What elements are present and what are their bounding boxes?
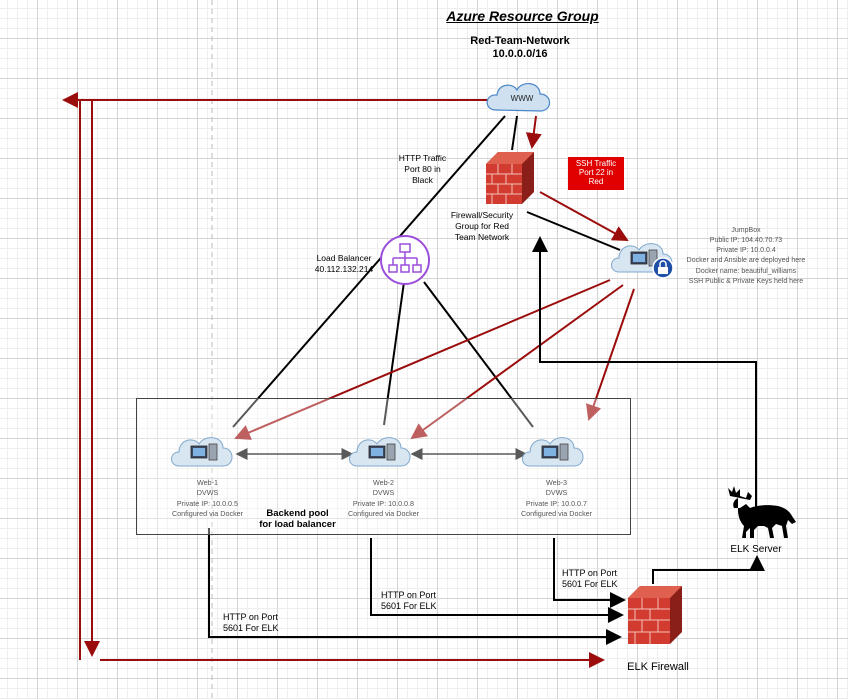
web3-elk-arrow [553, 538, 626, 608]
web1-ip: Private IP: 10.0.0.5 [176, 498, 239, 508]
web2-note: Configured via Docker [347, 509, 420, 519]
web1-note: Configured via Docker [171, 509, 244, 519]
firewall-label-line1: Firewall/Security [450, 210, 514, 220]
elk-firewall-icon [628, 586, 682, 644]
lb-web3-line [423, 281, 534, 428]
jumpbox-name: JumpBox [731, 227, 761, 234]
network-name: Red-Team-Network [470, 35, 570, 47]
web2-elk-arrow [370, 538, 624, 623]
web3-ip: Private IP: 10.0.0.7 [525, 498, 588, 508]
web1-elk-port-line2: 5601 For ELK [223, 623, 279, 633]
ssh-traffic-line1: SSH Traffic [575, 159, 617, 168]
web2-vm-icon [349, 437, 411, 467]
elk-moose-icon [728, 486, 796, 538]
network-cidr: 10.0.0.0/16 [492, 48, 548, 60]
www-firewall-arrow [525, 115, 542, 149]
firewall-jumpbox-line [526, 211, 621, 251]
web2-name: Web-2 [372, 478, 395, 487]
web3-elk-port-line1: HTTP on Port [562, 568, 617, 578]
lock-icon [652, 257, 674, 279]
web1-name: Web-1 [196, 478, 219, 487]
http-traffic-line3: Black [412, 175, 433, 185]
jumpbox-note2: SSH Public & Private Keys held here [688, 277, 804, 285]
firewall-icon [486, 152, 534, 204]
jumpbox-public-ip: Public IP: 104.40.70.73 [709, 237, 783, 245]
www-web1-line [232, 115, 506, 428]
elk-firewall-label: ELK Firewall [627, 661, 689, 673]
web1-vm-icon [171, 437, 233, 467]
web3-note: Configured via Docker [520, 509, 593, 519]
jumpbox-private-ip: Private IP: 10.0.0.4 [716, 247, 776, 255]
web2-details: Web-2 DVWS Private IP: 10.0.0.8 Configur… [331, 478, 436, 520]
backend-pool-line2: for load balancer [259, 519, 336, 530]
ssh-traffic-badge: SSH Traffic Port 22 in Red [568, 157, 624, 190]
elk-firewall-server-arrow [652, 555, 765, 584]
web2-ip: Private IP: 10.0.0.8 [352, 498, 415, 508]
http-traffic-line1: HTTP Traffic [398, 153, 447, 163]
jumpbox-details: JumpBox Public IP: 104.40.70.73 Private … [676, 226, 816, 287]
ssh-traffic-line3: Red [588, 177, 604, 187]
firewall-label-line2: Group for Red [455, 221, 509, 231]
web3-elk-port-line2: 5601 For ELK [562, 579, 618, 589]
jumpbox-web1-arrow [234, 279, 611, 440]
web3-vm-icon [522, 437, 584, 467]
web1-elk-arrow [208, 528, 622, 645]
diagram-title: Azure Resource Group [446, 8, 599, 24]
load-balancer-ip: 40.112.132.214 [314, 264, 374, 274]
web3-app: DVWS [545, 488, 568, 498]
elk-server-label: ELK Server [730, 544, 782, 555]
web3-details: Web-3 DVWS Private IP: 10.0.0.7 Configur… [504, 478, 609, 520]
web2-app: DVWS [372, 488, 395, 498]
www-cloud-icon [486, 83, 551, 112]
load-balancer-label: Load Balancer [316, 253, 372, 263]
web2-elk-port-line1: HTTP on Port [381, 590, 436, 600]
load-balancer-icon [380, 235, 430, 285]
web2-elk-port-line2: 5601 For ELK [381, 601, 437, 611]
ssh-traffic-line2: Port 22 in [578, 168, 614, 178]
firewall-label-line3: Team Network [454, 232, 510, 242]
www-label: WWW [510, 94, 534, 103]
jumpbox-web2-arrow [410, 284, 624, 440]
jumpbox-note1: Docker and Ansible are deployed here [686, 257, 806, 265]
web1-details: Web-1 DVWS Private IP: 10.0.0.5 Configur… [155, 478, 260, 520]
elk-server-firewall-arrow [532, 236, 757, 510]
lb-web2-line [383, 281, 405, 426]
web1-elk-port-line1: HTTP on Port [223, 612, 278, 622]
web1-app: DVWS [196, 488, 219, 498]
www-firewall-line [511, 115, 518, 151]
firewall-jumpbox-arrow [539, 191, 629, 241]
jumpbox-docker-name: Docker name: beautiful_williams [695, 267, 797, 275]
jumpbox-web3-arrow [586, 288, 635, 421]
backend-pool-line1: Backend pool [266, 508, 329, 519]
web3-name: Web-3 [545, 478, 568, 487]
http-traffic-line2: Port 80 in [404, 164, 441, 174]
